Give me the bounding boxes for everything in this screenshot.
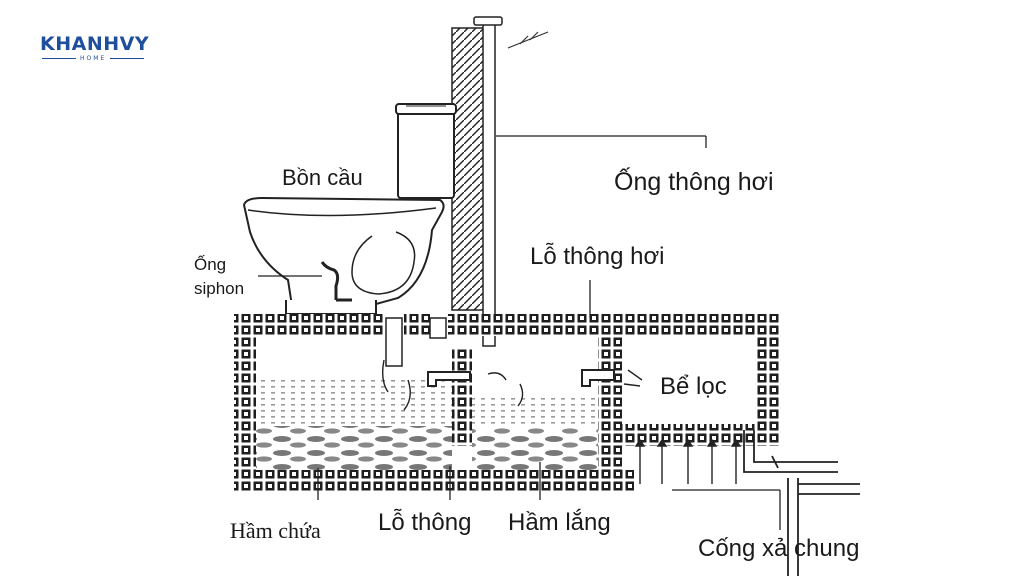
- wall: [451, 27, 485, 311]
- holding-chamber-liquid: [256, 380, 598, 470]
- transfer-pipes: [427, 369, 615, 387]
- flow-arrows: [381, 359, 643, 411]
- drop-pipe: [385, 317, 447, 367]
- label-siphon-line1: Ống: [194, 254, 226, 274]
- toilet: [242, 103, 457, 315]
- label-holding-chamber: Hầm chứa: [230, 518, 321, 543]
- label-siphon-line2: siphon: [194, 279, 244, 298]
- brand-logo: KHANHVY HOME: [40, 34, 180, 62]
- tagline-line-right: [110, 58, 145, 59]
- brand-sub: HOME: [80, 55, 107, 62]
- common-drain-pipe: [743, 430, 860, 576]
- filter-drain-arrows: [634, 438, 742, 484]
- tank-structure: [234, 314, 780, 492]
- label-connecting-hole: Lỗ thông: [378, 509, 471, 536]
- tagline-line-left: [42, 58, 76, 59]
- label-toilet: Bồn cầu: [282, 165, 363, 190]
- brand-name: KHANHVY: [40, 33, 150, 55]
- label-filter-tank: Bể lọc: [660, 373, 727, 400]
- label-vent-hole: Lỗ thông hơi: [530, 243, 665, 270]
- label-common-drain: Cống xả chung: [698, 535, 859, 562]
- label-vent-pipe: Ống thông hơi: [614, 166, 774, 196]
- leader-lines: [258, 135, 781, 530]
- vent-pipe: [473, 16, 549, 347]
- brand-tagline: HOME: [42, 55, 180, 62]
- label-settling-chamber: Hầm lắng: [508, 509, 611, 536]
